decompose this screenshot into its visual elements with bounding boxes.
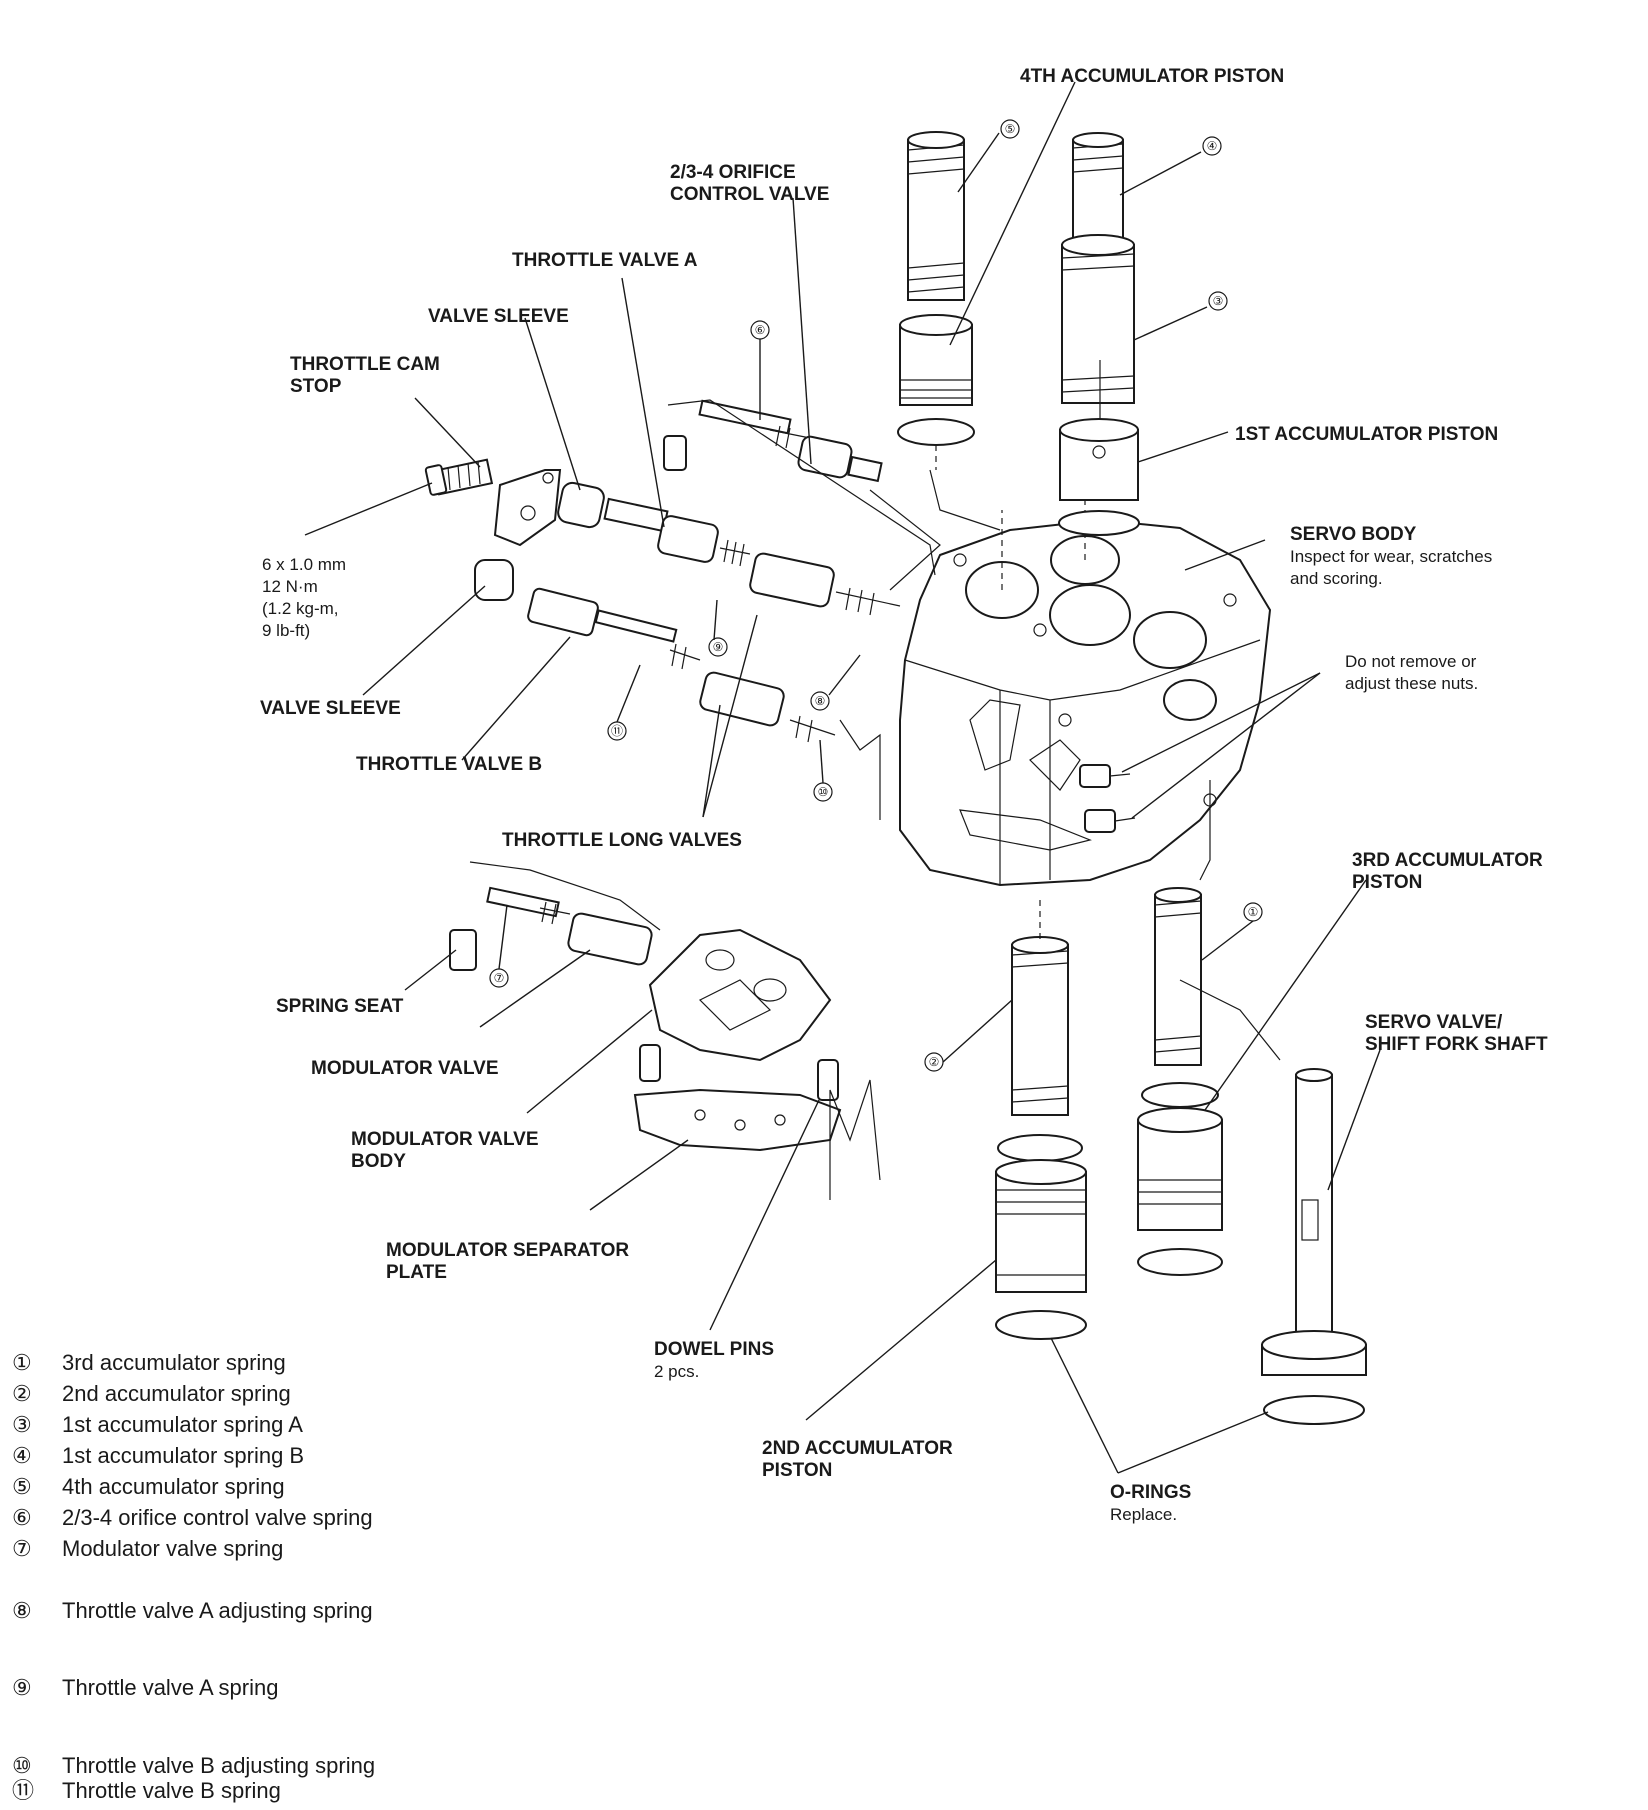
legend-number: ⑪	[12, 1778, 34, 1803]
label-bolt-size: 6 x 1.0 mm	[262, 555, 346, 574]
callout-1: ①	[1248, 905, 1259, 919]
legend-number: ⑧	[12, 1598, 32, 1623]
label-servo-body-note-line2: and scoring.	[1290, 569, 1383, 588]
label-modulator-valve-body-line2: BODY	[351, 1151, 406, 1172]
legend-text: Throttle valve B adjusting spring	[62, 1753, 375, 1778]
label-2nd-accumulator-piston-line2: PISTON	[762, 1460, 832, 1481]
label-orifice-control-valve-line1: 2/3-4 ORIFICE	[670, 162, 796, 183]
legend-number: ⑦	[12, 1536, 32, 1561]
label-bolt-torque-kgm: (1.2 kg-m,	[262, 599, 339, 618]
label-modulator-separator-plate-line1: MODULATOR SEPARATOR	[386, 1240, 629, 1261]
label-bolt-torque-lbft: 9 lb-ft)	[262, 621, 310, 640]
label-throttle-long-valves: THROTTLE LONG VALVES	[502, 830, 742, 851]
label-valve-sleeve-bottom: VALVE SLEEVE	[260, 698, 401, 719]
label-throttle-valve-b: THROTTLE VALVE B	[356, 754, 542, 775]
accumulator-4-assembly	[897, 131, 975, 470]
callout-11: ⑪	[611, 724, 623, 738]
callout-8: ⑧	[815, 694, 826, 708]
label-4th-accumulator-piston: 4TH ACCUMULATOR PISTON	[1020, 66, 1284, 87]
callout-2: ②	[929, 1055, 940, 1069]
label-orifice-control-valve-line2: CONTROL VALVE	[670, 184, 829, 205]
label-modulator-valve-body-line1: MODULATOR VALVE	[351, 1129, 539, 1150]
legend-text: 1st accumulator spring A	[62, 1412, 303, 1437]
label-servo-valve-line2: SHIFT FORK SHAFT	[1365, 1034, 1548, 1055]
legend-text: Modulator valve spring	[62, 1536, 283, 1561]
legend-text: 3rd accumulator spring	[62, 1350, 286, 1375]
legend-text: 1st accumulator spring B	[62, 1443, 304, 1468]
callout-10: ⑩	[818, 785, 829, 799]
accumulator-3-assembly	[1137, 887, 1223, 1276]
label-nuts-note-line1: Do not remove or	[1345, 652, 1477, 671]
legend-number: ④	[12, 1443, 32, 1468]
label-dowel-pins: DOWEL PINS	[654, 1339, 774, 1360]
legend-text: Throttle valve A spring	[62, 1675, 278, 1700]
callout-6: ⑥	[755, 323, 766, 337]
legend-number: ⑩	[12, 1753, 32, 1778]
modulator-valve-assembly	[449, 886, 881, 1200]
label-nuts-note-line2: adjust these nuts.	[1345, 674, 1478, 693]
legend-number: ⑥	[12, 1505, 32, 1530]
legend-text: Throttle valve B spring	[62, 1778, 281, 1803]
label-3rd-accumulator-piston-line1: 3RD ACCUMULATOR	[1352, 850, 1543, 871]
servo-valve-shaft	[1261, 1068, 1367, 1425]
legend-number: ①	[12, 1350, 32, 1375]
label-throttle-cam-stop-line2: STOP	[290, 376, 342, 397]
label-bolt-torque-nm: 12 N·m	[262, 577, 318, 596]
label-3rd-accumulator-piston-line2: PISTON	[1352, 872, 1422, 893]
legend-number: ⑨	[12, 1675, 32, 1700]
legend-text: 2/3-4 orifice control valve spring	[62, 1505, 373, 1530]
label-2nd-accumulator-piston-line1: 2ND ACCUMULATOR	[762, 1438, 953, 1459]
part-labels: 4TH ACCUMULATOR PISTON 2/3-4 ORIFICE CON…	[260, 66, 1548, 1524]
label-valve-sleeve-top: VALVE SLEEVE	[428, 306, 569, 327]
label-throttle-cam-stop-line1: THROTTLE CAM	[290, 354, 440, 375]
label-modulator-valve: MODULATOR VALVE	[311, 1058, 499, 1079]
callout-3: ③	[1213, 294, 1224, 308]
label-servo-body: SERVO BODY	[1290, 524, 1417, 545]
label-spring-seat: SPRING SEAT	[276, 996, 404, 1017]
accumulator-1-assembly	[1058, 132, 1140, 536]
throttle-valve-a-assembly	[557, 481, 901, 616]
legend-number: ②	[12, 1381, 32, 1406]
throttle-cam-stop	[424, 458, 562, 547]
callout-9: ⑨	[713, 640, 724, 654]
throttle-valve-b-assembly	[474, 559, 836, 743]
callout-7: ⑦	[494, 971, 505, 985]
leader-lines	[304, 81, 1381, 1474]
accumulator-2-assembly	[995, 900, 1087, 1340]
alignment-lines	[469, 360, 1281, 1061]
legend: ① 3rd accumulator spring ② 2nd accumulat…	[12, 1350, 375, 1803]
legend-text: Throttle valve A adjusting spring	[62, 1598, 373, 1623]
legend-number: ③	[12, 1412, 32, 1437]
callout-4: ④	[1207, 139, 1218, 153]
callout-5: ⑤	[1005, 122, 1016, 136]
label-servo-body-note-line1: Inspect for wear, scratches	[1290, 547, 1492, 566]
label-modulator-separator-plate-line2: PLATE	[386, 1262, 447, 1283]
label-servo-valve-line1: SERVO VALVE/	[1365, 1012, 1503, 1033]
label-o-rings: O-RINGS	[1110, 1482, 1191, 1503]
legend-text: 2nd accumulator spring	[62, 1381, 291, 1406]
label-throttle-valve-a: THROTTLE VALVE A	[512, 250, 698, 271]
legend-text: 4th accumulator spring	[62, 1474, 285, 1499]
label-1st-accumulator-piston: 1ST ACCUMULATOR PISTON	[1235, 424, 1498, 445]
legend-number: ⑤	[12, 1474, 32, 1499]
label-o-rings-note: Replace.	[1110, 1505, 1177, 1524]
label-dowel-pins-note: 2 pcs.	[654, 1362, 699, 1381]
